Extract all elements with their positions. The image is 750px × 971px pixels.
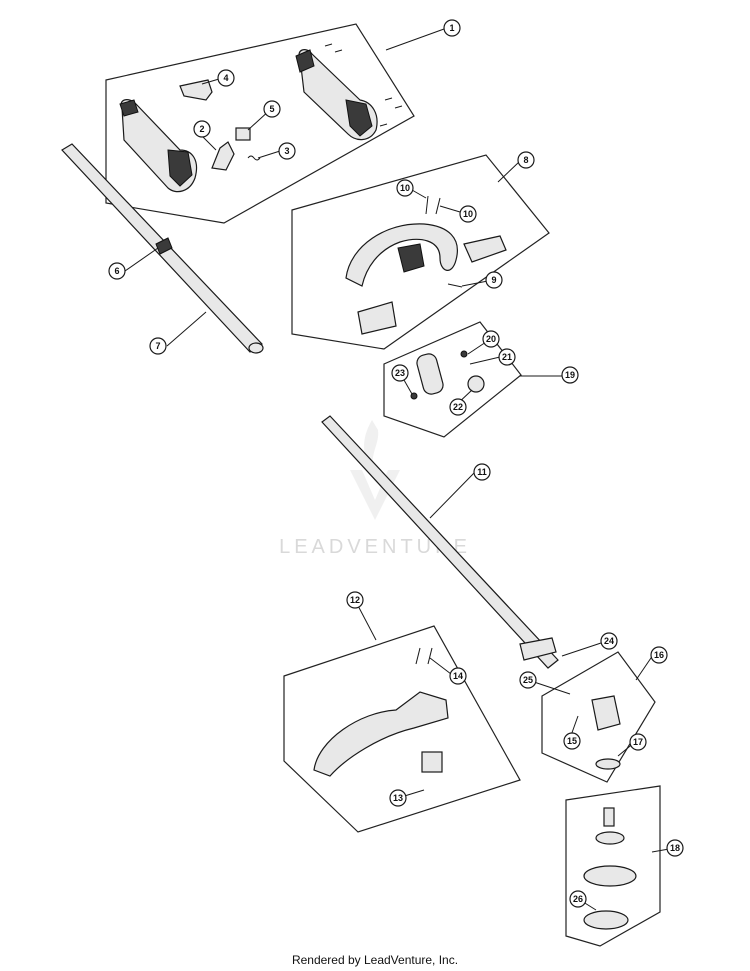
callout-22[interactable]: 22 — [449, 398, 467, 416]
callout-19[interactable]: 19 — [561, 366, 579, 384]
svg-text:19: 19 — [565, 370, 575, 380]
svg-text:15: 15 — [567, 736, 577, 746]
svg-text:26: 26 — [573, 894, 583, 904]
svg-text:23: 23 — [395, 368, 405, 378]
svg-text:21: 21 — [502, 352, 512, 362]
svg-text:14: 14 — [453, 671, 463, 681]
svg-text:1: 1 — [449, 23, 454, 33]
lower-shaft — [321, 415, 559, 669]
callout-2[interactable]: 2 — [193, 120, 211, 138]
callout-10b[interactable]: 10 — [459, 205, 477, 223]
svg-text:9: 9 — [491, 275, 496, 285]
callout-26[interactable]: 26 — [569, 890, 587, 908]
callout-4[interactable]: 4 — [217, 69, 235, 87]
panel-gearhead — [541, 651, 656, 783]
footer-credit: Rendered by LeadVenture, Inc. — [291, 953, 459, 967]
callout-13[interactable]: 13 — [389, 789, 407, 807]
watermark-text: LEADVENTURE — [279, 536, 471, 558]
svg-text:17: 17 — [633, 737, 643, 747]
callout-15[interactable]: 15 — [563, 732, 581, 750]
callout-7[interactable]: 7 — [149, 337, 167, 355]
callout-17[interactable]: 17 — [629, 733, 647, 751]
svg-text:24: 24 — [604, 636, 614, 646]
callout-16[interactable]: 16 — [650, 646, 668, 664]
upper-shaft — [61, 143, 264, 354]
callout-12[interactable]: 12 — [346, 591, 364, 609]
callout-25[interactable]: 25 — [519, 671, 537, 689]
callout-8[interactable]: 8 — [517, 151, 535, 169]
callout-9[interactable]: 9 — [485, 271, 503, 289]
svg-text:2: 2 — [199, 124, 204, 134]
callout-11[interactable]: 11 — [473, 463, 491, 481]
callout-20[interactable]: 20 — [482, 330, 500, 348]
svg-text:16: 16 — [654, 650, 664, 660]
panel-rear-handle — [291, 154, 550, 350]
callout-24[interactable]: 24 — [600, 632, 618, 650]
svg-text:10: 10 — [400, 183, 410, 193]
svg-text:8: 8 — [523, 155, 528, 165]
svg-text:13: 13 — [393, 793, 403, 803]
svg-text:7: 7 — [155, 341, 160, 351]
callout-6[interactable]: 6 — [108, 262, 126, 280]
panel-coupler — [383, 321, 522, 438]
svg-text:4: 4 — [223, 73, 228, 83]
panel-trimmer-head — [565, 785, 661, 947]
callout-18[interactable]: 18 — [666, 839, 684, 857]
svg-text:18: 18 — [670, 843, 680, 853]
svg-text:25: 25 — [523, 675, 533, 685]
svg-text:11: 11 — [477, 467, 487, 477]
callout-14[interactable]: 14 — [449, 667, 467, 685]
svg-text:5: 5 — [269, 104, 274, 114]
panel-handle-housing — [105, 23, 415, 224]
svg-text:22: 22 — [453, 402, 463, 412]
svg-text:10: 10 — [463, 209, 473, 219]
callout-1[interactable]: 1 — [443, 19, 461, 37]
callout-5[interactable]: 5 — [263, 100, 281, 118]
svg-text:20: 20 — [486, 334, 496, 344]
svg-text:3: 3 — [284, 146, 289, 156]
svg-text:12: 12 — [350, 595, 360, 605]
callout-23[interactable]: 23 — [391, 364, 409, 382]
callout-3[interactable]: 3 — [278, 142, 296, 160]
callout-21[interactable]: 21 — [498, 348, 516, 366]
svg-text:6: 6 — [114, 266, 119, 276]
callout-10a[interactable]: 10 — [396, 179, 414, 197]
